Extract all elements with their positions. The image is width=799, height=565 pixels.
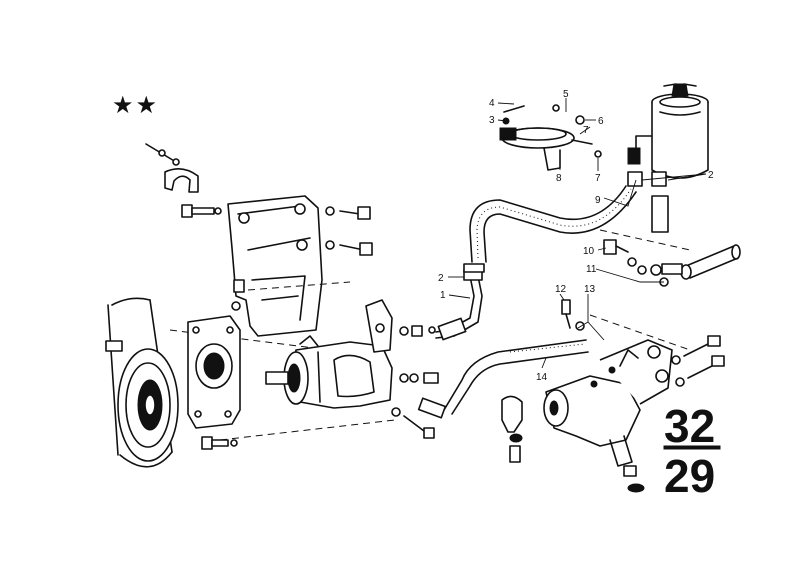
callout-11: 11 [586, 264, 597, 275]
pump-adapter-plate [187, 315, 241, 429]
callout-8: 8 [556, 173, 562, 184]
clamp-screw [502, 105, 525, 125]
pump-fasteners [391, 325, 439, 439]
callout-10: 10 [583, 246, 595, 257]
group-reference: 32 29 [663, 400, 721, 502]
pressure-hose-lower [417, 339, 589, 419]
callout-5: 5 [563, 89, 569, 100]
hose-end-right [680, 244, 741, 280]
steering-box-bolts [671, 335, 725, 387]
pressure-hose-upper [435, 269, 483, 341]
callout-labels: 1 2 2 3 4 5 6 7 7 8 9 10 11 12 13 14 [438, 89, 714, 383]
oil-reservoir [635, 83, 709, 179]
reservoir-clamp [499, 104, 602, 171]
callout-3: 3 [489, 115, 495, 126]
steering-gear-box [543, 339, 673, 467]
callout-4: 4 [489, 98, 495, 109]
alignment-line-4 [589, 314, 691, 351]
alignment-line-1 [247, 281, 351, 291]
callout-2-right: 2 [708, 170, 714, 181]
callout-9: 9 [595, 195, 601, 206]
bolt-right-upper-2 [325, 240, 373, 256]
pitman-nut [623, 465, 645, 493]
reservoir-fittings [627, 147, 669, 233]
bolt-left-upper [181, 204, 222, 218]
plate-bolt [201, 436, 238, 450]
callout-7-upper: 7 [583, 125, 589, 136]
drive-pulley [105, 297, 179, 468]
callout-7-lower: 7 [595, 173, 601, 184]
alignment-line-5 [599, 229, 691, 251]
bolt-10 [603, 239, 637, 267]
pump-mounting-bracket [227, 195, 323, 337]
bolt-12 [561, 299, 585, 331]
reference-bottom-number: 29 [664, 450, 715, 502]
hose-bracket-clip [501, 395, 523, 463]
banjo-bolt-right [637, 263, 683, 287]
callout-12: 12 [555, 284, 567, 295]
reference-top-number: 32 [664, 400, 715, 452]
callout-14: 14 [536, 372, 548, 383]
callout-13: 13 [584, 284, 596, 295]
reference-divider [663, 445, 721, 450]
return-hose [463, 185, 637, 273]
double-star-marker: ★★ [112, 91, 159, 119]
callout-2-left: 2 [438, 273, 444, 284]
callout-6: 6 [598, 116, 604, 127]
hose-clip-bracket [145, 143, 199, 193]
alignment-line-3 [219, 419, 396, 441]
bolt-right-upper-1 [325, 206, 371, 220]
leader-lines [448, 98, 707, 369]
callout-1: 1 [440, 290, 446, 301]
power-steering-pump [265, 299, 393, 409]
